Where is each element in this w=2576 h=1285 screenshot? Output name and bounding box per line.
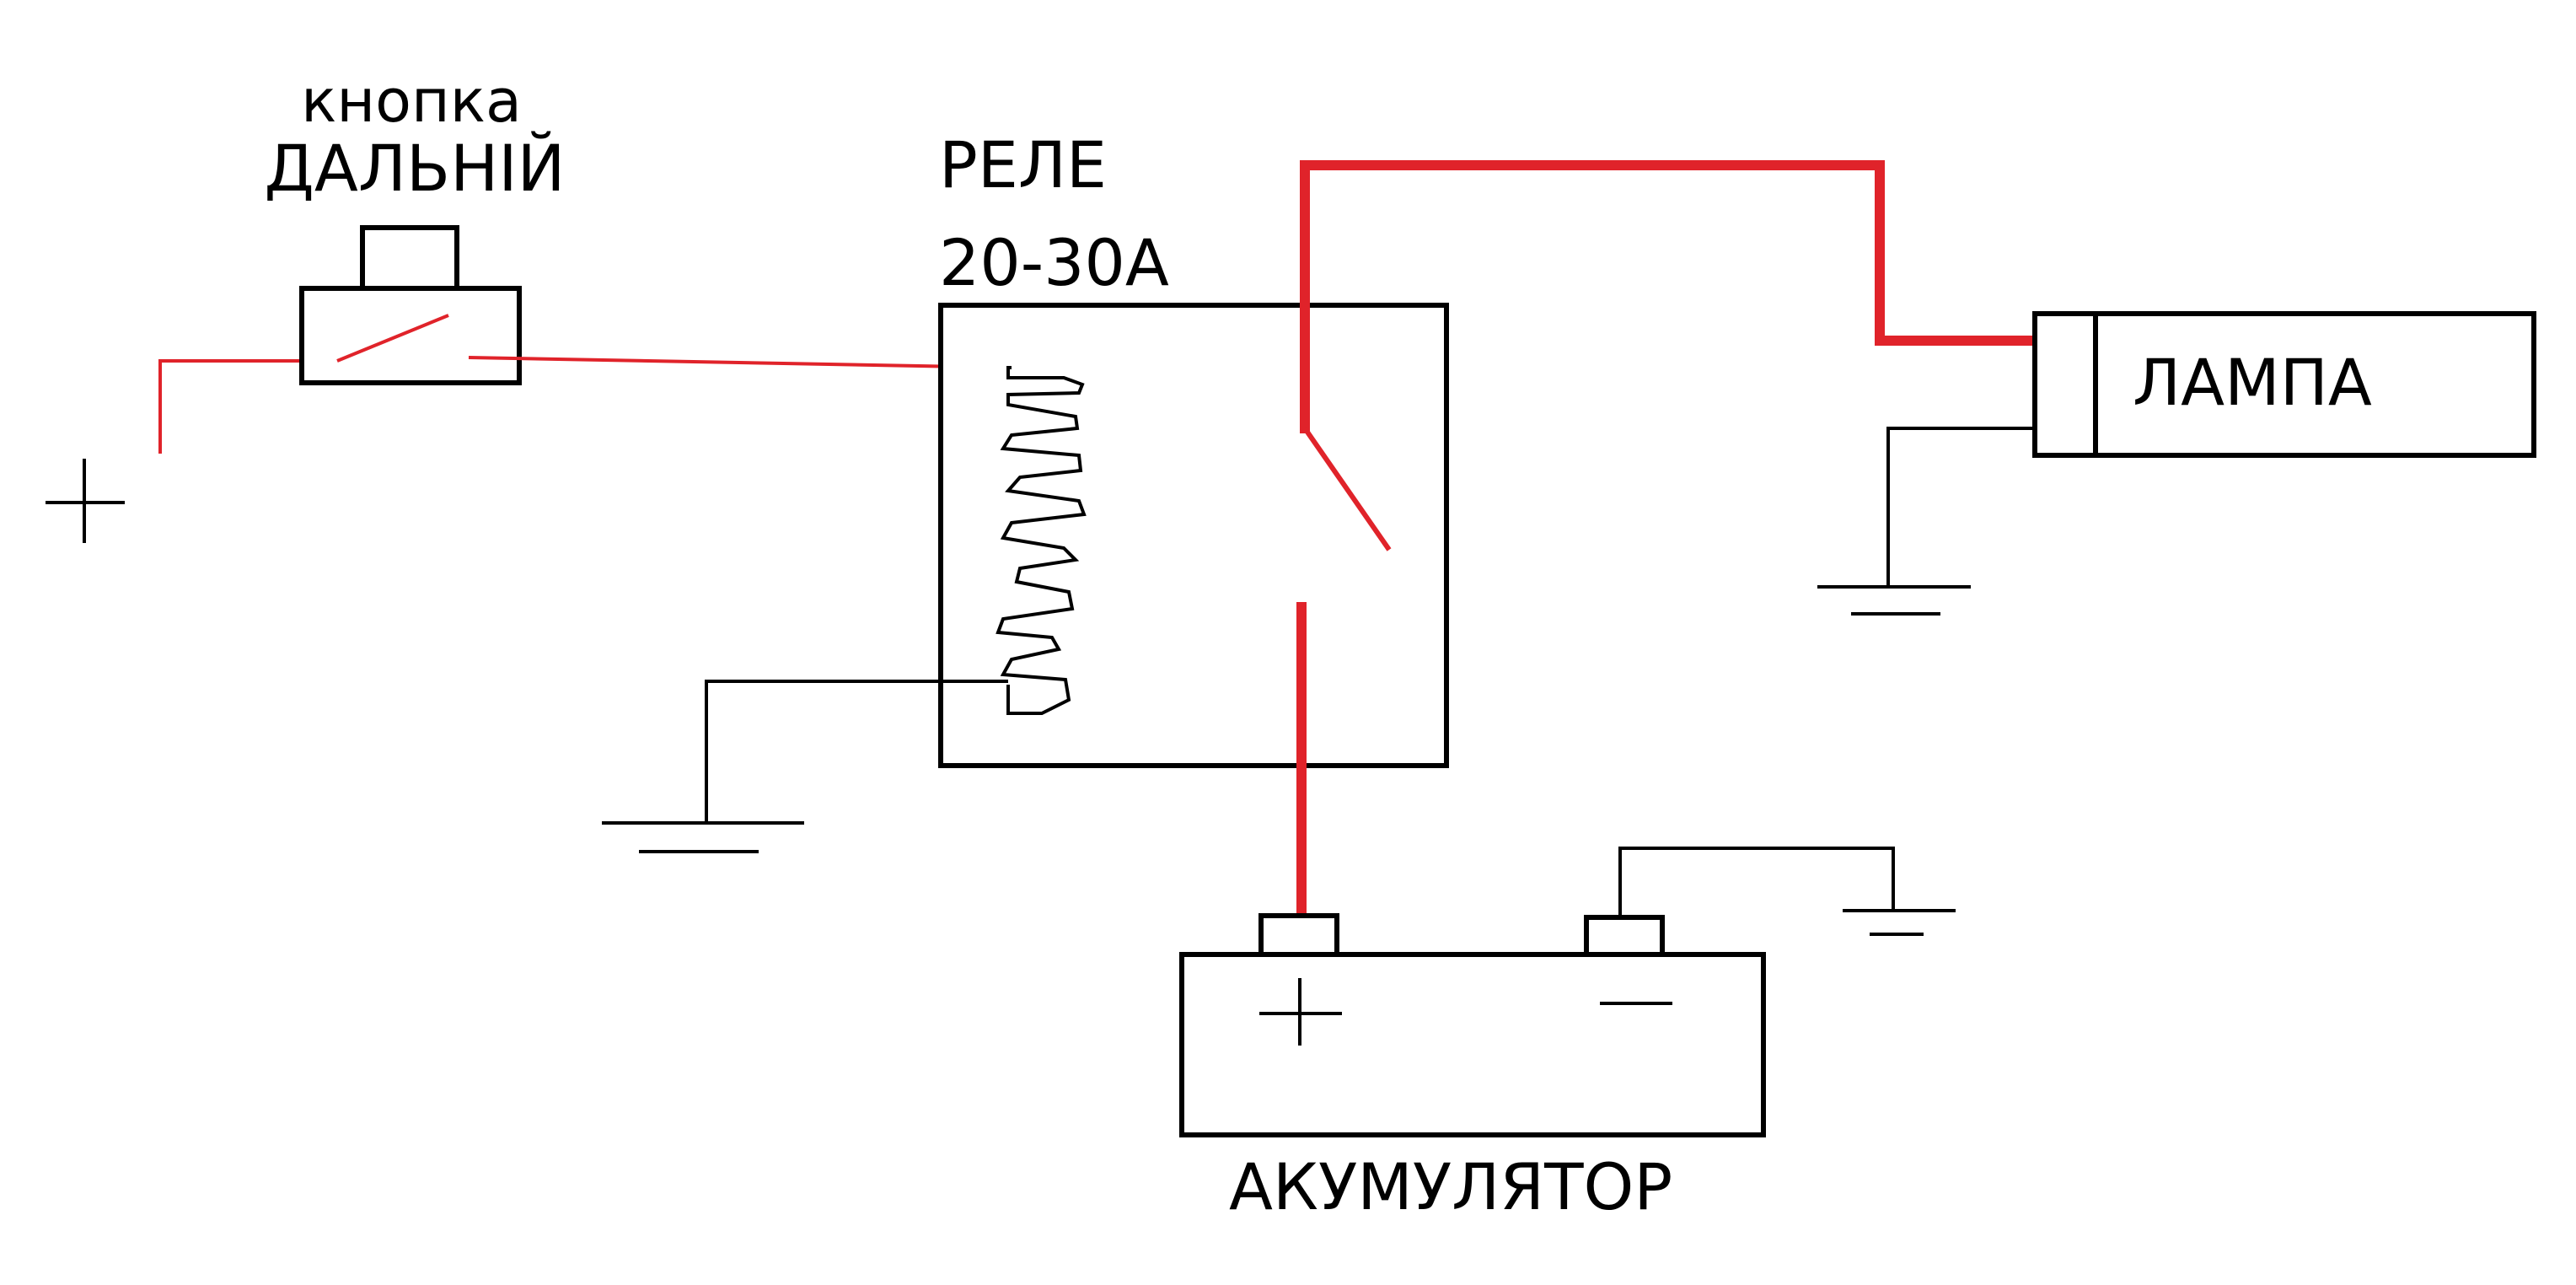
relay-label-line2: 20-30А	[939, 225, 1169, 300]
battery-negative-terminal	[1584, 915, 1665, 957]
lamp-label: ЛАМПА	[2133, 345, 2372, 420]
coil-ground-wire	[705, 680, 1008, 823]
button-label-line1: кнопка	[301, 67, 522, 136]
battery-plus-sign	[1259, 978, 1342, 1046]
lamp-body	[2032, 311, 2536, 458]
battery-ground-symbol	[1843, 909, 1956, 936]
relay-body	[938, 303, 1449, 768]
battery-label: АКУМУЛЯТОР	[1229, 1149, 1672, 1224]
lamp-ground-symbol	[1817, 585, 1971, 616]
button-actuator	[360, 225, 459, 291]
battery-positive-terminal	[1258, 913, 1339, 957]
coil-ground-symbol	[602, 821, 804, 853]
relay-coil	[996, 366, 1087, 715]
battery	[1179, 913, 1766, 1137]
button-label-line2: ДАЛЬНІЙ	[264, 130, 565, 206]
high-beam-button	[299, 225, 522, 385]
lamp-ground-wire	[1886, 427, 2035, 587]
battery-ground-wire	[1618, 847, 1895, 917]
supply-to-button-wire	[158, 359, 305, 454]
button-contact	[336, 314, 449, 363]
supply-plus-symbol	[46, 459, 125, 543]
lamp	[2032, 311, 2536, 458]
button-body	[299, 286, 522, 385]
relay-switch-blade	[1302, 427, 1392, 551]
battery-body	[1179, 952, 1766, 1137]
relay-label-line1: РЕЛЕ	[939, 127, 1107, 202]
relay-to-lamp-wire	[1300, 160, 2038, 346]
button-to-coil-wire	[468, 356, 1012, 369]
